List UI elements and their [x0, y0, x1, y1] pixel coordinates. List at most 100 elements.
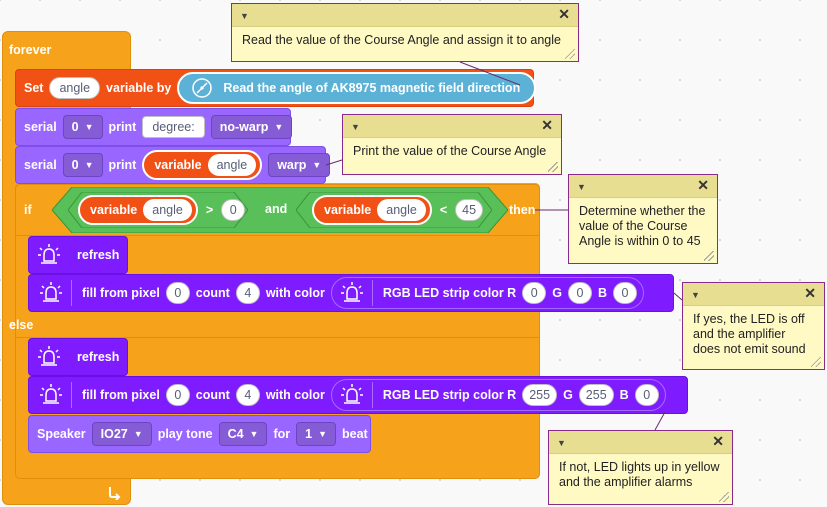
serial-label: serial [24, 158, 57, 172]
variable-reporter[interactable]: variable angle [142, 150, 263, 180]
sensor-reporter[interactable]: Read the angle of AK8975 magnetic field … [177, 72, 537, 104]
comment-note[interactable]: ▼ ✕ Determine whether the value of the C… [568, 174, 718, 264]
variable-name-field[interactable]: angle [143, 199, 192, 221]
print-label: print [108, 120, 137, 134]
red-field[interactable]: 255 [522, 384, 558, 406]
comment-note[interactable]: ▼ ✕ Print the value of the Course Angle [342, 114, 562, 175]
by-label: variable by [106, 81, 172, 95]
led-refresh-block[interactable]: refresh [28, 338, 128, 376]
led-light-icon [338, 280, 366, 306]
divider [371, 280, 373, 306]
blue-field[interactable]: 0 [612, 282, 637, 304]
green-field[interactable]: 255 [578, 384, 614, 406]
collapse-triangle-icon[interactable]: ▼ [351, 122, 360, 132]
close-icon[interactable]: ✕ [697, 177, 709, 193]
greater-than-operator: > [205, 203, 214, 217]
note-text[interactable]: Determine whether the value of the Cours… [579, 204, 706, 248]
collapse-triangle-icon[interactable]: ▼ [577, 182, 586, 192]
variable-name-field[interactable]: angle [377, 199, 426, 221]
red-field[interactable]: 0 [522, 282, 547, 304]
and-operator-block[interactable]: variable angle > 0 and variable angle < … [52, 187, 508, 233]
led-refresh-block[interactable]: refresh [28, 236, 128, 274]
count-field[interactable]: 4 [235, 282, 260, 304]
right-comparison[interactable]: variable angle < 45 [296, 192, 492, 228]
led-light-icon [37, 344, 61, 370]
collapse-triangle-icon[interactable]: ▼ [240, 11, 249, 21]
resize-handle[interactable] [719, 492, 729, 502]
led-light-icon [37, 280, 65, 306]
warp-mode-dropdown[interactable]: warp▼ [268, 153, 331, 177]
resize-handle[interactable] [548, 162, 558, 172]
note-text[interactable]: Print the value of the Course Angle [353, 144, 547, 158]
speaker-pin-dropdown[interactable]: IO27▼ [91, 422, 152, 446]
note-text[interactable]: Read the value of the Course Angle and a… [242, 33, 561, 47]
set-variable-block[interactable]: Set angle variable by Read the angle of … [15, 69, 537, 107]
serial-port-dropdown[interactable]: 0▼ [62, 153, 103, 177]
for-label: for [273, 427, 291, 441]
led-light-icon [37, 242, 61, 268]
fill-label: fill from pixel [82, 388, 160, 402]
collapse-triangle-icon[interactable]: ▼ [557, 438, 566, 448]
serial-port-value: 0 [71, 120, 79, 134]
else-label: else [9, 318, 34, 332]
variable-reporter[interactable]: variable angle [312, 195, 432, 225]
variable-label: variable [324, 203, 372, 217]
note-value: C4 [227, 427, 244, 441]
set-label: Set [24, 81, 44, 95]
warp-mode-dropdown[interactable]: no-warp▼ [210, 115, 293, 139]
compare-value-field[interactable]: 45 [455, 199, 484, 221]
beats-dropdown[interactable]: 1▼ [296, 422, 337, 446]
if-label: if [24, 203, 32, 217]
print-text-field[interactable]: degree: [142, 116, 205, 138]
warp-mode-value: no-warp [219, 120, 269, 134]
led-fill-block[interactable]: fill from pixel 0 count 4 with color RGB… [28, 376, 688, 414]
rgb-label: RGB LED strip color R [382, 286, 517, 300]
with-color-label: with color [265, 286, 325, 300]
close-icon[interactable]: ✕ [712, 433, 724, 449]
note-dropdown[interactable]: C4▼ [218, 422, 268, 446]
blue-field[interactable]: 0 [634, 384, 659, 406]
count-field[interactable]: 4 [235, 384, 260, 406]
else-bar [15, 312, 540, 338]
divider [71, 382, 72, 408]
led-fill-block[interactable]: fill from pixel 0 count 4 with color RGB… [28, 274, 674, 312]
resize-handle[interactable] [565, 49, 575, 59]
warp-mode-value: warp [277, 158, 307, 172]
close-icon[interactable]: ✕ [541, 117, 553, 133]
note-header: ▼ ✕ [683, 283, 824, 306]
play-tone-label: play tone [157, 427, 213, 441]
variable-name-field[interactable]: angle [49, 77, 101, 99]
rgb-reporter[interactable]: RGB LED strip color R 255 G 255 B 0 [330, 379, 666, 411]
variable-label: variable [90, 203, 138, 217]
dropdown-caret-icon: ▼ [133, 429, 143, 439]
note-header: ▼ ✕ [343, 115, 561, 138]
comment-note[interactable]: ▼ ✕ If not, LED lights up in yellow and … [548, 430, 733, 505]
variable-name-field[interactable]: angle [207, 154, 257, 176]
close-icon[interactable]: ✕ [558, 6, 570, 22]
note-text[interactable]: If yes, the LED is off and the amplifier… [693, 312, 806, 356]
pixel-field[interactable]: 0 [165, 384, 190, 406]
green-field[interactable]: 0 [567, 282, 592, 304]
left-comparison[interactable]: variable angle > 0 [68, 192, 248, 228]
count-label: count [195, 286, 230, 300]
serial-port-dropdown[interactable]: 0▼ [62, 115, 103, 139]
resize-handle[interactable] [811, 357, 821, 367]
blue-label: B [619, 388, 629, 402]
comment-note[interactable]: ▼ ✕ Read the value of the Course Angle a… [231, 3, 579, 62]
rgb-reporter[interactable]: RGB LED strip color R 0 G 0 B 0 [330, 277, 644, 309]
compare-value-field[interactable]: 0 [221, 199, 246, 221]
collapse-triangle-icon[interactable]: ▼ [691, 290, 700, 300]
then-label: then [509, 203, 536, 217]
serial-label: serial [24, 120, 57, 134]
serial-print-variable-block[interactable]: serial 0▼ print variable angle warp▼ [15, 146, 331, 184]
variable-reporter[interactable]: variable angle [78, 195, 198, 225]
serial-print-text-block[interactable]: serial 0▼ print degree: no-warp▼ [15, 108, 293, 146]
comment-note[interactable]: ▼ ✕ If yes, the LED is off and the ampli… [682, 282, 825, 370]
speaker-label: Speaker [37, 427, 86, 441]
close-icon[interactable]: ✕ [804, 285, 816, 301]
speaker-tone-block[interactable]: Speaker IO27▼ play tone C4▼ for 1▼ beat [28, 415, 371, 453]
resize-handle[interactable] [704, 251, 714, 261]
count-label: count [195, 388, 230, 402]
note-text[interactable]: If not, LED lights up in yellow and the … [559, 460, 720, 489]
pixel-field[interactable]: 0 [165, 282, 190, 304]
